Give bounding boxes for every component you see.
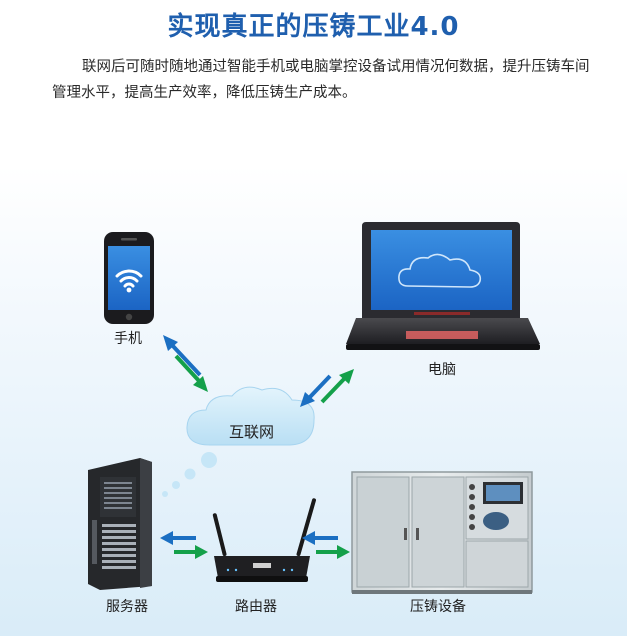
die-casting-machine-icon — [351, 471, 533, 594]
intro-paragraph: 联网后可随时随地通过智能手机或电脑掌控设备试用情况何数据，提升压铸车间管理水平，… — [52, 59, 590, 101]
router-icon — [212, 498, 316, 582]
arrow-server-router — [160, 531, 208, 559]
arrow-router-machine — [302, 531, 350, 559]
cloud-icon — [398, 253, 482, 288]
router-label: 路由器 — [235, 599, 277, 615]
server-label: 服务器 — [106, 599, 148, 615]
arrow-phone-internet — [163, 335, 208, 392]
phone-label: 手机 — [114, 331, 142, 347]
laptop-icon — [346, 222, 540, 350]
smartphone-icon — [104, 232, 154, 324]
arrow-internet-laptop — [300, 369, 354, 407]
page-title: 实现真正的压铸工业4.0 — [167, 12, 460, 42]
internet-cloud — [162, 386, 315, 497]
laptop-label: 电脑 — [428, 362, 456, 378]
wifi-icon — [115, 269, 143, 288]
machine-label: 压铸设备 — [410, 599, 466, 615]
internet-label: 互联网 — [229, 423, 275, 441]
server-tower-icon — [88, 458, 152, 590]
